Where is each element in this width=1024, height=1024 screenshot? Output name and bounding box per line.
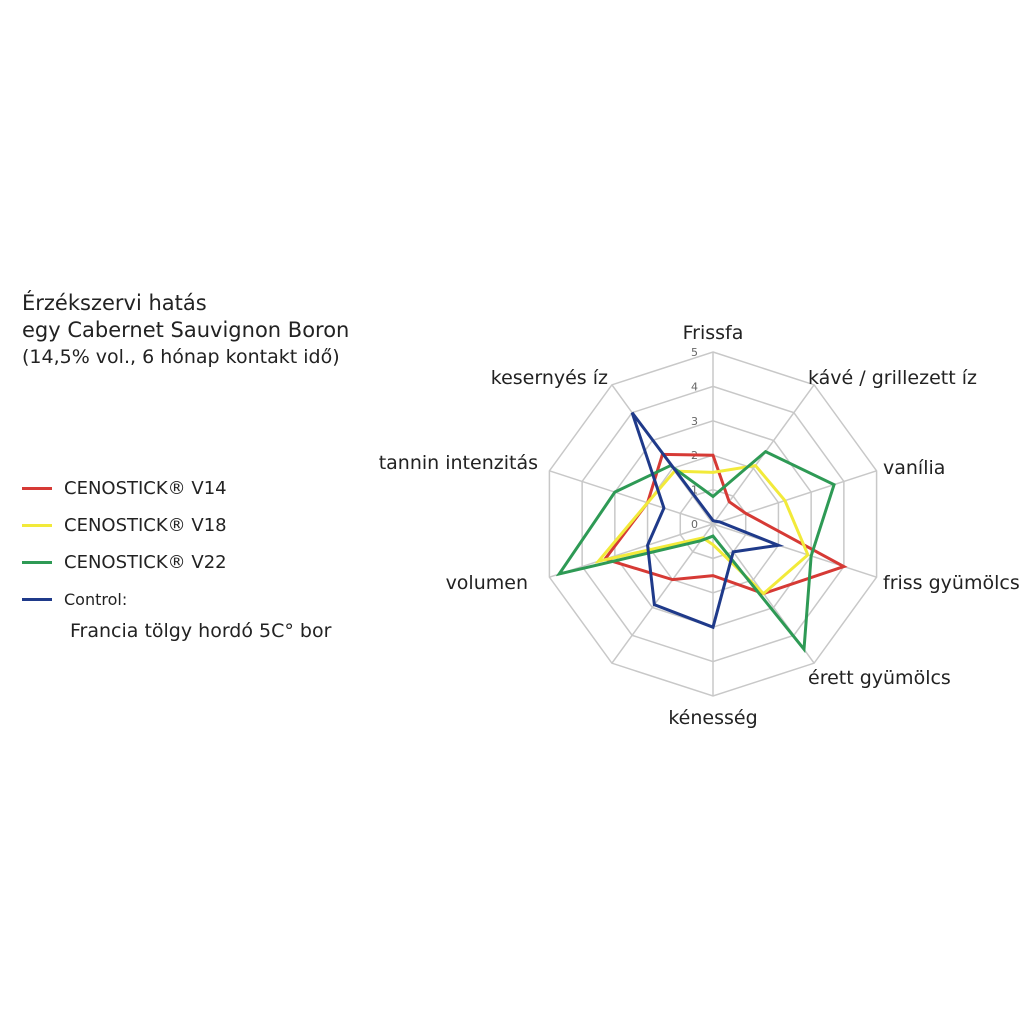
legend-label: CENOSTICK® V18 <box>64 515 227 536</box>
series-line <box>555 449 836 654</box>
axis-label: kénesség <box>668 707 757 729</box>
legend-swatch <box>22 598 52 601</box>
grid-spoke <box>549 523 714 578</box>
legend-item: CENOSTICK® V18 <box>22 507 331 544</box>
legend-swatch <box>22 561 52 564</box>
legend-item: CENOSTICK® V14 <box>22 470 331 507</box>
title-line-2: egy Cabernet Sauvignon Boron <box>22 318 350 342</box>
axis-label: kesernyés íz <box>491 367 608 389</box>
tick-label: 5 <box>691 346 698 359</box>
legend-label: Control: <box>64 590 128 609</box>
tick-label: 4 <box>691 380 698 393</box>
axis-label: friss gyümölcs <box>883 572 1020 594</box>
grid-spoke <box>549 470 714 525</box>
title-line-3: (14,5% vol., 6 hónap kontakt idő) <box>22 346 340 368</box>
axis-label: volumen <box>446 572 528 594</box>
tick-label: 3 <box>691 415 698 428</box>
tick-label: 1 <box>691 484 698 497</box>
legend-swatch <box>22 524 52 527</box>
legend-label: CENOSTICK® V14 <box>64 478 227 499</box>
axis-label: kávé / grillezett íz <box>808 367 977 389</box>
axis-label: érett gyümölcs <box>808 667 951 689</box>
series-line <box>602 452 848 596</box>
series-line <box>630 411 785 630</box>
grid-spoke <box>712 470 877 525</box>
tick-label: 0 <box>691 518 698 531</box>
legend-item: CENOSTICK® V22 <box>22 544 331 581</box>
title-line-1: Érzékszervi hatás <box>22 291 207 315</box>
legend-control-note: Francia tölgy hordó 5C° bor <box>70 620 332 642</box>
legend-label: CENOSTICK® V22 <box>64 552 227 573</box>
axis-label: Frissfa <box>683 322 744 344</box>
grid-spoke <box>712 523 877 578</box>
chart-title: Érzékszervi hatás egy Cabernet Sauvignon… <box>22 290 349 371</box>
legend-swatch <box>22 487 52 490</box>
series-line <box>594 463 810 596</box>
legend-item: Control: <box>22 581 331 618</box>
axis-label: vanília <box>883 457 945 479</box>
axis-label: tannin intenzitás <box>379 452 538 474</box>
grid-spoke <box>611 523 714 664</box>
